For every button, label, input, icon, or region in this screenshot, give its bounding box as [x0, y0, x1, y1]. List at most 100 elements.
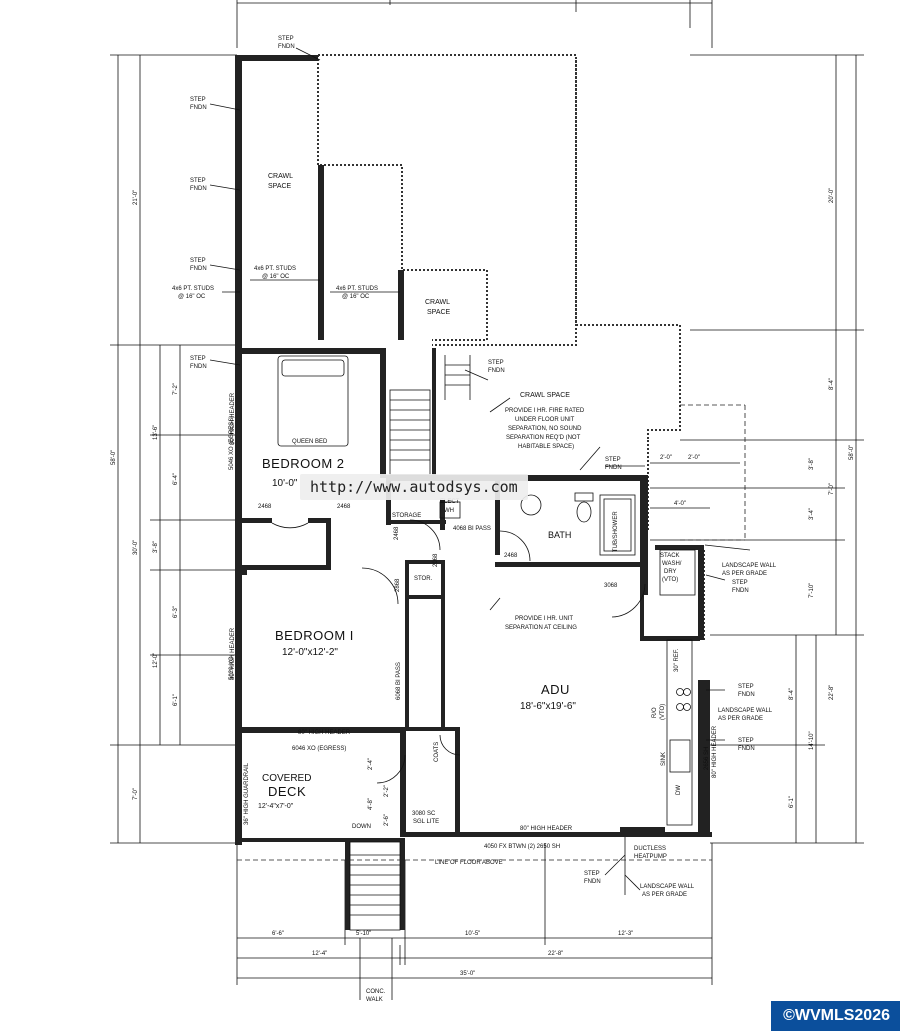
dim-label: 2'-0" [660, 455, 672, 461]
window-label: 5046 XO (EGRESS) [229, 416, 235, 470]
covered-deck-name: COVERED [262, 773, 311, 784]
coats-label: COATS [434, 742, 440, 762]
step-fndn-label: FNDN [488, 368, 505, 374]
ductless-note: HEATPUMP [634, 854, 667, 860]
covered-deck-name: DECK [268, 784, 306, 799]
dim-label: 6'-1" [789, 796, 795, 808]
step-fndn-label: STEP [190, 258, 206, 264]
crawl-space-main-label: CRAWL SPACE [520, 392, 570, 399]
dim-label: 14'-10" [809, 731, 815, 750]
down-label: DOWN [352, 824, 371, 830]
adu-dim: 18'-6"x19'-6" [520, 701, 576, 712]
door-label: SGL LITE [413, 819, 439, 825]
stack-wash-label: STACK [660, 553, 680, 559]
dim-label: 6'-4" [173, 473, 179, 485]
dim-label: 13'-6" [153, 425, 159, 440]
sink-label: SINK [661, 752, 667, 766]
dim-label: 7'-0" [133, 788, 139, 800]
dim-label: 5'-10" [356, 931, 371, 937]
dim-label: 6'-6" [272, 931, 284, 937]
landscape-wall-note: AS PER GRADE [642, 892, 687, 898]
range-label: R/O [652, 707, 658, 718]
window-label: 6046 XO (EGRESS) [292, 746, 346, 752]
studs-note: @ 16" OC [262, 274, 290, 280]
dim-label: 10'-5" [465, 931, 480, 937]
leaders [209, 47, 751, 895]
fire-rated-note: HABITABLE SPACE) [518, 444, 574, 450]
step-fndn-label: STEP [278, 36, 294, 42]
door-label: 2468 [337, 504, 351, 510]
dim-label: 58'-0" [849, 445, 855, 460]
queen-bed-label: QUEEN BED [292, 439, 328, 445]
door-label: 2068 [433, 553, 439, 567]
step-fndn-label: STEP [738, 684, 754, 690]
window-label: 5020 XO [229, 656, 235, 680]
step-fndn-label: STEP [605, 457, 621, 463]
step-fndn-label: STEP [584, 871, 600, 877]
studs-note: 4x6 PT. STUDS [254, 266, 296, 272]
dim-label: 2'-2" [384, 785, 390, 797]
storage-label: STORAGE [392, 513, 421, 519]
dim-label: 7'-2" [173, 383, 179, 395]
landscape-wall-note: AS PER GRADE [718, 716, 763, 722]
header-label: 80" HIGH HEADER [520, 826, 573, 832]
dim-label: 35'-0" [460, 971, 475, 977]
step-fndn-label: STEP [738, 738, 754, 744]
step-fndn-label: FNDN [190, 105, 207, 111]
step-fndn-label: STEP [190, 356, 206, 362]
bedroom2-name: BEDROOM 2 [262, 456, 345, 471]
floor-above-note: LINE OF FLOOR ABOVE [435, 860, 503, 866]
bath-label: BATH [548, 530, 571, 540]
landscape-wall-note: LANDSCAPE WALL [718, 708, 773, 714]
dim-label: 22'-8" [548, 951, 563, 957]
header-label: 80" HIGH HEADER [230, 627, 236, 680]
unit-separation-note: SEPARATION AT CEILING [505, 625, 577, 631]
conc-walk-label: CONC. [366, 989, 386, 995]
header-label: 80" HIGH HEADER [230, 392, 236, 445]
dim-label: 2'-4" [368, 758, 374, 770]
stor-label: STOR. [414, 576, 433, 582]
fire-rated-note: SEPARATION, NO SOUND [508, 426, 582, 432]
fire-rated-note: SEPARATION REQ'D (NOT [506, 435, 581, 441]
stack-wash-label: (VTO) [662, 577, 678, 583]
dim-label: 3'-4" [809, 508, 815, 520]
covered-deck-dim: 12'-4"x7'-0" [258, 803, 294, 810]
dim-label: 12'-0" [153, 653, 159, 668]
header-label: 80" HIGH HEADER [712, 725, 718, 778]
step-fndn-label: FNDN [190, 266, 207, 272]
landscape-wall-note: LANDSCAPE WALL [722, 563, 777, 569]
ductless-note: DUCTLESS [634, 846, 666, 852]
tub-shower-label: TUB/SHOWER [613, 511, 619, 552]
dim-label: 7'-10" [809, 583, 815, 598]
step-fndn-label: FNDN [190, 186, 207, 192]
bedroom1-dim: 12'-0"x12'-2" [282, 647, 338, 658]
crawl-space-label: SPACE [427, 309, 451, 316]
step-fndn-label: FNDN [605, 465, 622, 471]
fire-rated-note: UNDER FLOOR UNIT [515, 417, 575, 423]
door-label: 2468 [504, 553, 518, 559]
fixtures [277, 355, 696, 773]
dim-label: 22'-8" [829, 685, 835, 700]
door-label: 6068 BI PASS [396, 662, 402, 700]
range-label: (VTO) [660, 704, 666, 720]
crawl-space-label: CRAWL [425, 299, 450, 306]
step-fndn-label: FNDN [738, 692, 755, 698]
dim-label: 8'-4" [829, 378, 835, 390]
door-label: 2868 [395, 578, 401, 592]
adu-name: ADU [541, 682, 570, 697]
door-label: 2468 [258, 504, 272, 510]
step-fndn-label: FNDN [732, 588, 749, 594]
bedroom1-name: BEDROOM I [275, 628, 354, 643]
fire-rated-note: PROVIDE I HR. FIRE RATED [505, 408, 585, 414]
bedroom2-dim: 10'-0" [272, 478, 298, 489]
dim-label: 6'-3" [173, 606, 179, 618]
step-fndn-label: STEP [190, 178, 206, 184]
dim-label: 12'-3" [618, 931, 633, 937]
foundation-walls [317, 54, 746, 640]
crawl-space-label: SPACE [268, 183, 292, 190]
step-fndn-label: STEP [190, 97, 206, 103]
studs-note: @ 16" OC [178, 294, 206, 300]
door-label: 4068 BI PASS [453, 526, 491, 532]
step-fndn-label: FNDN [278, 44, 295, 50]
